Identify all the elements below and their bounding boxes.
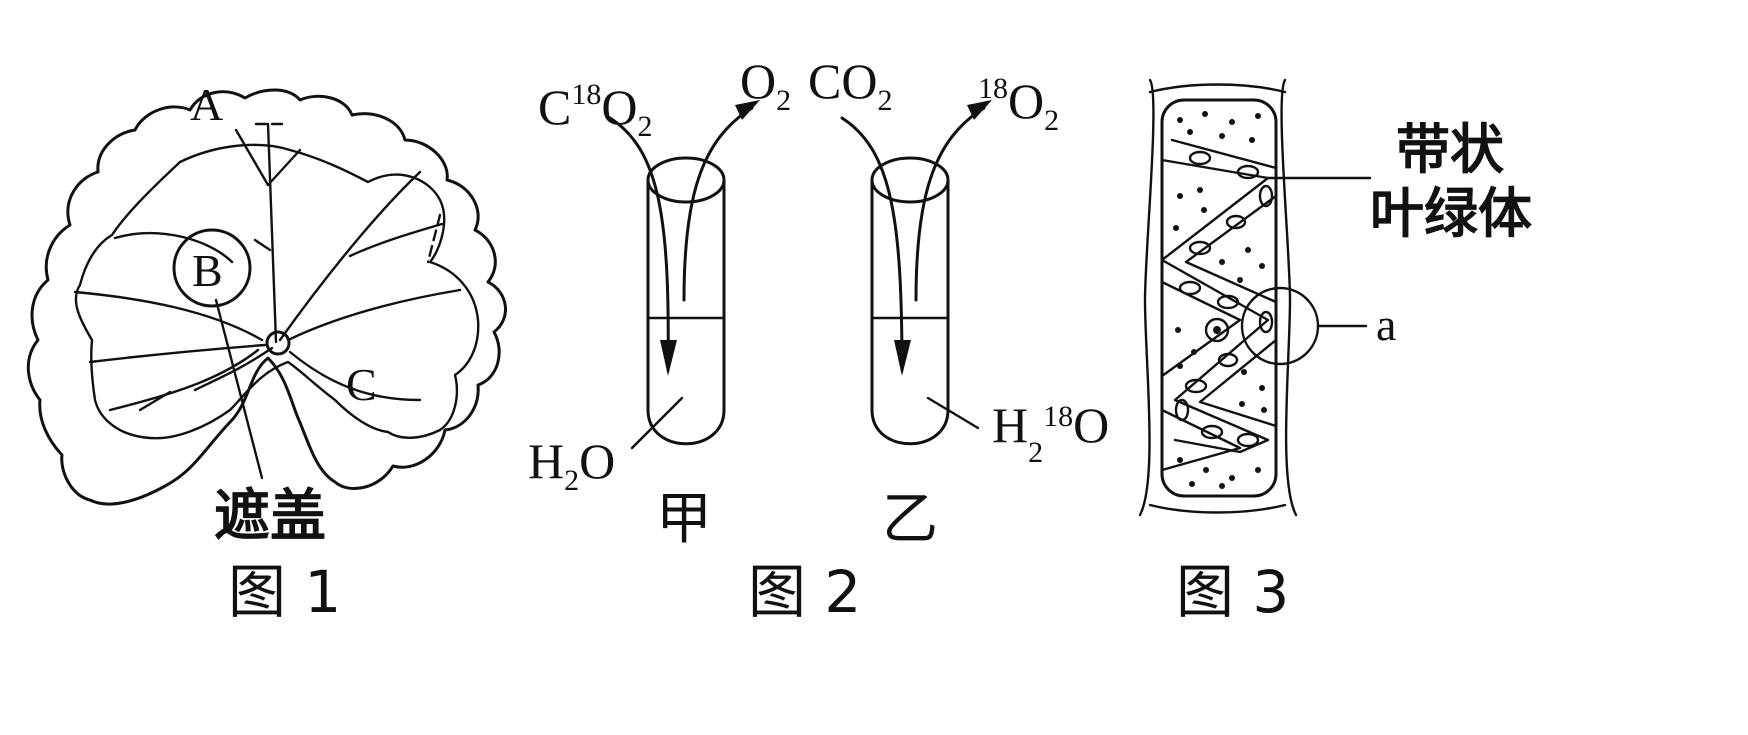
figure-1-leaf: A B C 遮盖 图 1 [26, 79, 507, 626]
tube-yi-out-gas-label: 18O2 [978, 72, 1059, 137]
tube-yi-inflow-arrow [840, 116, 904, 372]
leaf-vein-main [266, 122, 278, 344]
leaf-vein [88, 343, 267, 364]
region-a-label: a [1376, 299, 1396, 350]
tube-yi-outflow-arrowhead [967, 100, 992, 120]
tube-jia [608, 100, 760, 450]
tube-jia-mouth [646, 156, 726, 204]
figure-3-caption: 图 3 [1176, 558, 1289, 626]
chloroplast-band-edge [1170, 138, 1278, 428]
pyrenoids [1174, 150, 1274, 448]
chloroplast-label-line2: 叶绿体 [1370, 182, 1532, 245]
tube-jia-out-gas-label: O2 [740, 53, 791, 117]
leaf-vein [73, 290, 264, 342]
leaf-label-a: A [190, 79, 223, 130]
chloroplast-label-line1: 带状 [1396, 118, 1505, 181]
leaf-label-c: C [346, 359, 377, 410]
figure-3-cell: 带状 叶绿体 a 图 3 [1138, 78, 1532, 626]
tube-yi-name: 乙 [882, 487, 938, 552]
nucleus [1204, 317, 1230, 343]
chloroplast-band-edge [1160, 408, 1242, 472]
tube-jia-in-gas-label: C18O2 [538, 78, 652, 143]
tube-yi-body [870, 178, 950, 446]
tube-yi-water-pointer [926, 396, 980, 430]
tube-jia-body [646, 178, 726, 446]
leaf-inner-boundary [74, 143, 480, 440]
cover-label: 遮盖 [214, 484, 326, 549]
region-a-circle [1240, 286, 1320, 366]
filament-wall-left [1138, 78, 1155, 517]
nucleolus [1213, 326, 1221, 334]
leaf-vein [266, 148, 302, 187]
cover-pointer-line [214, 298, 264, 480]
leaf-outline [26, 88, 507, 506]
tube-jia-name: 甲 [656, 487, 712, 552]
tube-jia-inflow-arrow [608, 116, 670, 372]
tube-jia-inflow-arrowhead [660, 340, 677, 376]
figure-1-caption: 图 1 [228, 558, 341, 626]
tube-jia-water-label: H2O [528, 433, 615, 497]
tube-yi-water-label: H218O [992, 397, 1109, 469]
leaf-cut-line-right [426, 213, 442, 264]
tube-yi [840, 100, 992, 446]
cytoplasm-dots [1173, 111, 1267, 489]
leaf-vein [234, 128, 270, 187]
leaf-vein [288, 350, 422, 402]
leaf-vein [286, 288, 462, 342]
tube-jia-outflow-arrow [682, 106, 754, 302]
cell-wall-bottom [1148, 503, 1287, 514]
figure-2-caption: 图 2 [748, 558, 861, 626]
leaf-vein [348, 222, 444, 258]
leaf-petiole [265, 330, 291, 356]
tube-jia-water-pointer [630, 396, 684, 450]
leaf-vein [113, 231, 234, 264]
chloroplast-band-edge [1160, 158, 1270, 454]
cell-wall-top [1148, 83, 1287, 94]
tube-jia-outflow-arrowhead [735, 100, 760, 120]
tube-yi-in-gas-label: CO2 [808, 53, 892, 117]
leaf-vein [278, 170, 422, 342]
tube-yi-inflow-arrowhead [894, 340, 911, 376]
leaf-vein [253, 238, 272, 252]
leaf-label-b: B [192, 245, 223, 296]
tube-yi-outflow-arrow [914, 106, 986, 302]
figure-2-tubes: C18O2 O2 CO2 18O2 H2O H218O 甲 乙 图 2 [528, 53, 1109, 626]
cell-body [1160, 98, 1278, 498]
leaf-vein [138, 390, 172, 412]
leaf-vein [108, 348, 260, 412]
filament-wall-right [1280, 78, 1298, 517]
leaf-vein [193, 346, 274, 392]
covered-region-circle [172, 228, 252, 308]
